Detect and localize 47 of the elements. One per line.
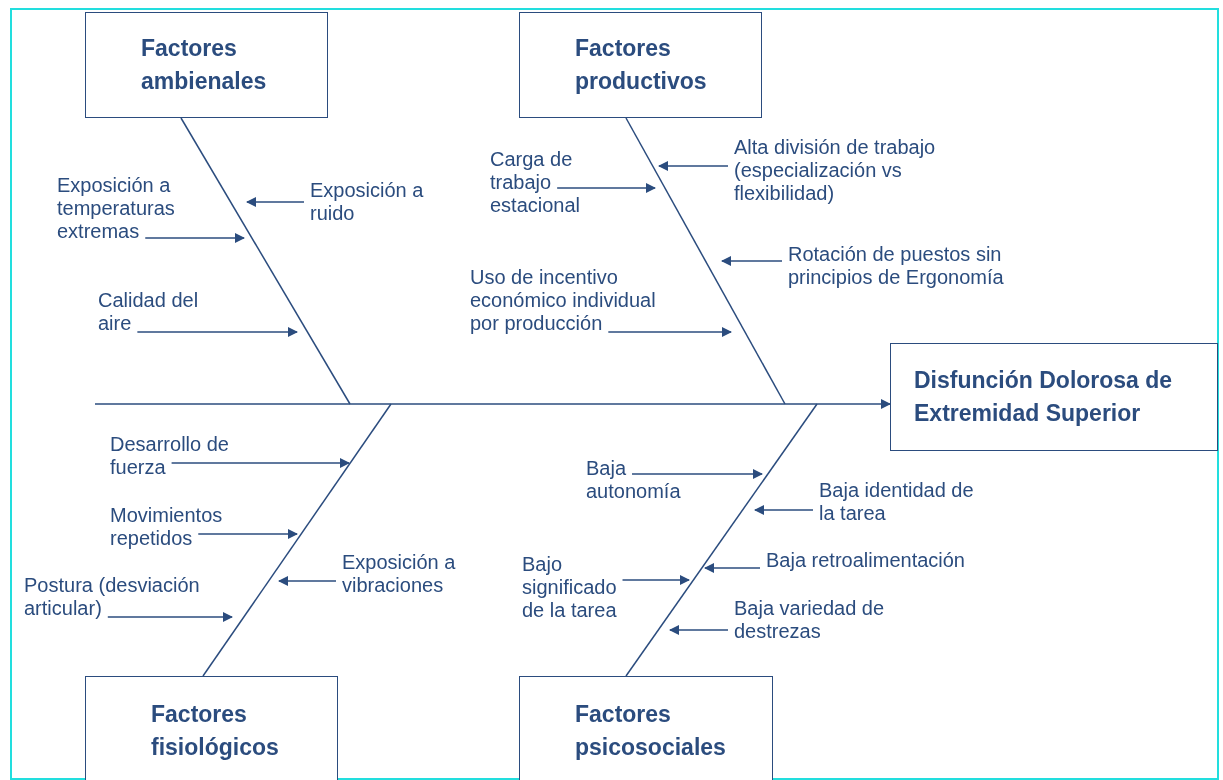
cause-label: Rotación de puestos sin principios de Ergonomía [788, 243, 1008, 289]
arrow [556, 183, 656, 193]
cause-label: Movimientos repetidos [110, 504, 255, 550]
cause-label: Bajo significado de la tarea [522, 553, 637, 622]
arrow [246, 197, 305, 207]
arrow [197, 529, 298, 539]
arrow [607, 327, 732, 337]
bone-line [180, 117, 351, 405]
arrow [704, 563, 761, 573]
arrow [658, 161, 729, 171]
category-box [85, 676, 338, 780]
cause-label: Calidad del aire [98, 289, 228, 335]
category-label: Factores psicosociales [575, 700, 727, 762]
cause-label: Postura (desviación articular) [24, 574, 244, 620]
category-box [85, 12, 328, 118]
category-label: Factores ambienales [141, 34, 268, 96]
category-label: Factores productivos [575, 34, 708, 96]
arrow [107, 612, 233, 622]
effect-label: Disfunción Dolorosa de Extremidad Superior [914, 366, 1174, 428]
arrow [721, 256, 783, 266]
category-box [519, 676, 773, 780]
arrow [170, 458, 350, 468]
arrow [754, 505, 814, 515]
cause-label: Baja autonomía [586, 457, 706, 503]
cause-label: Baja identidad de la tarea [819, 479, 979, 525]
arrow [631, 469, 763, 479]
arrow [94, 399, 891, 409]
cause-label: Exposición a vibraciones [342, 551, 482, 597]
cause-label: Baja retroalimentación [766, 549, 965, 572]
arrow [621, 575, 690, 585]
arrow [669, 625, 729, 635]
category-label: Factores fisiológicos [151, 700, 280, 762]
cause-label: Exposición a temperaturas extremas [57, 174, 207, 243]
cause-label: Carga de trabajo estacional [490, 148, 590, 217]
cause-label: Uso de incentivo económico individual por producción [470, 266, 690, 335]
bone-line [625, 403, 818, 677]
arrow [278, 576, 337, 586]
category-box [519, 12, 762, 118]
arrow [144, 233, 245, 243]
cause-label: Desarrollo de fuerza [110, 433, 260, 479]
arrow [136, 327, 298, 337]
cause-label: Baja variedad de destrezas [734, 597, 894, 643]
cause-label: Alta división de trabajo (especialización vs flexibilidad) [734, 136, 984, 205]
bone-line [202, 403, 392, 677]
bone-line [625, 117, 786, 405]
cause-label: Exposición a ruido [310, 179, 450, 225]
effect-box [890, 343, 1218, 451]
